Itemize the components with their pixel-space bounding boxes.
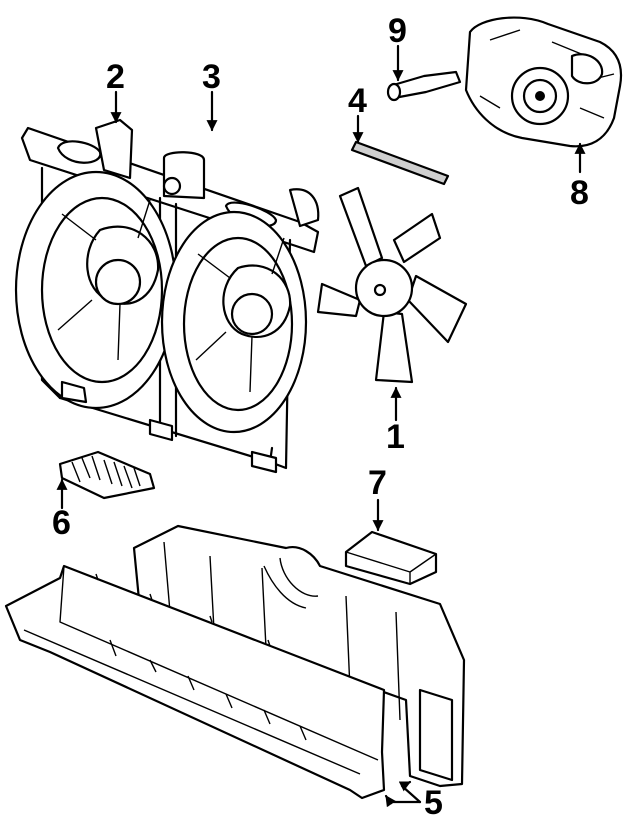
callout-8: 8 xyxy=(570,174,589,212)
seal-strip xyxy=(350,140,450,186)
callout-1: 1 xyxy=(386,418,405,456)
engine-fan xyxy=(316,186,468,384)
temperature-sensor xyxy=(386,70,462,102)
callout-2: 2 xyxy=(106,58,125,96)
callout-3: 3 xyxy=(202,58,221,96)
callout-4: 4 xyxy=(348,82,367,120)
water-pump xyxy=(464,16,623,148)
callout-9: 9 xyxy=(388,12,407,50)
relay-box xyxy=(344,530,438,586)
fan-shroud-assembly xyxy=(14,118,320,474)
callout-labels: 1 2 3 4 5 6 7 8 9 xyxy=(52,12,589,822)
callout-6: 6 xyxy=(52,504,71,542)
leader-lines xyxy=(56,44,586,808)
radiator-and-air-deflector xyxy=(4,524,466,800)
callout-7: 7 xyxy=(368,464,387,502)
control-module xyxy=(58,450,156,500)
leader-5a xyxy=(384,794,422,808)
leader-5b xyxy=(398,780,422,804)
callout-5: 5 xyxy=(424,784,443,822)
